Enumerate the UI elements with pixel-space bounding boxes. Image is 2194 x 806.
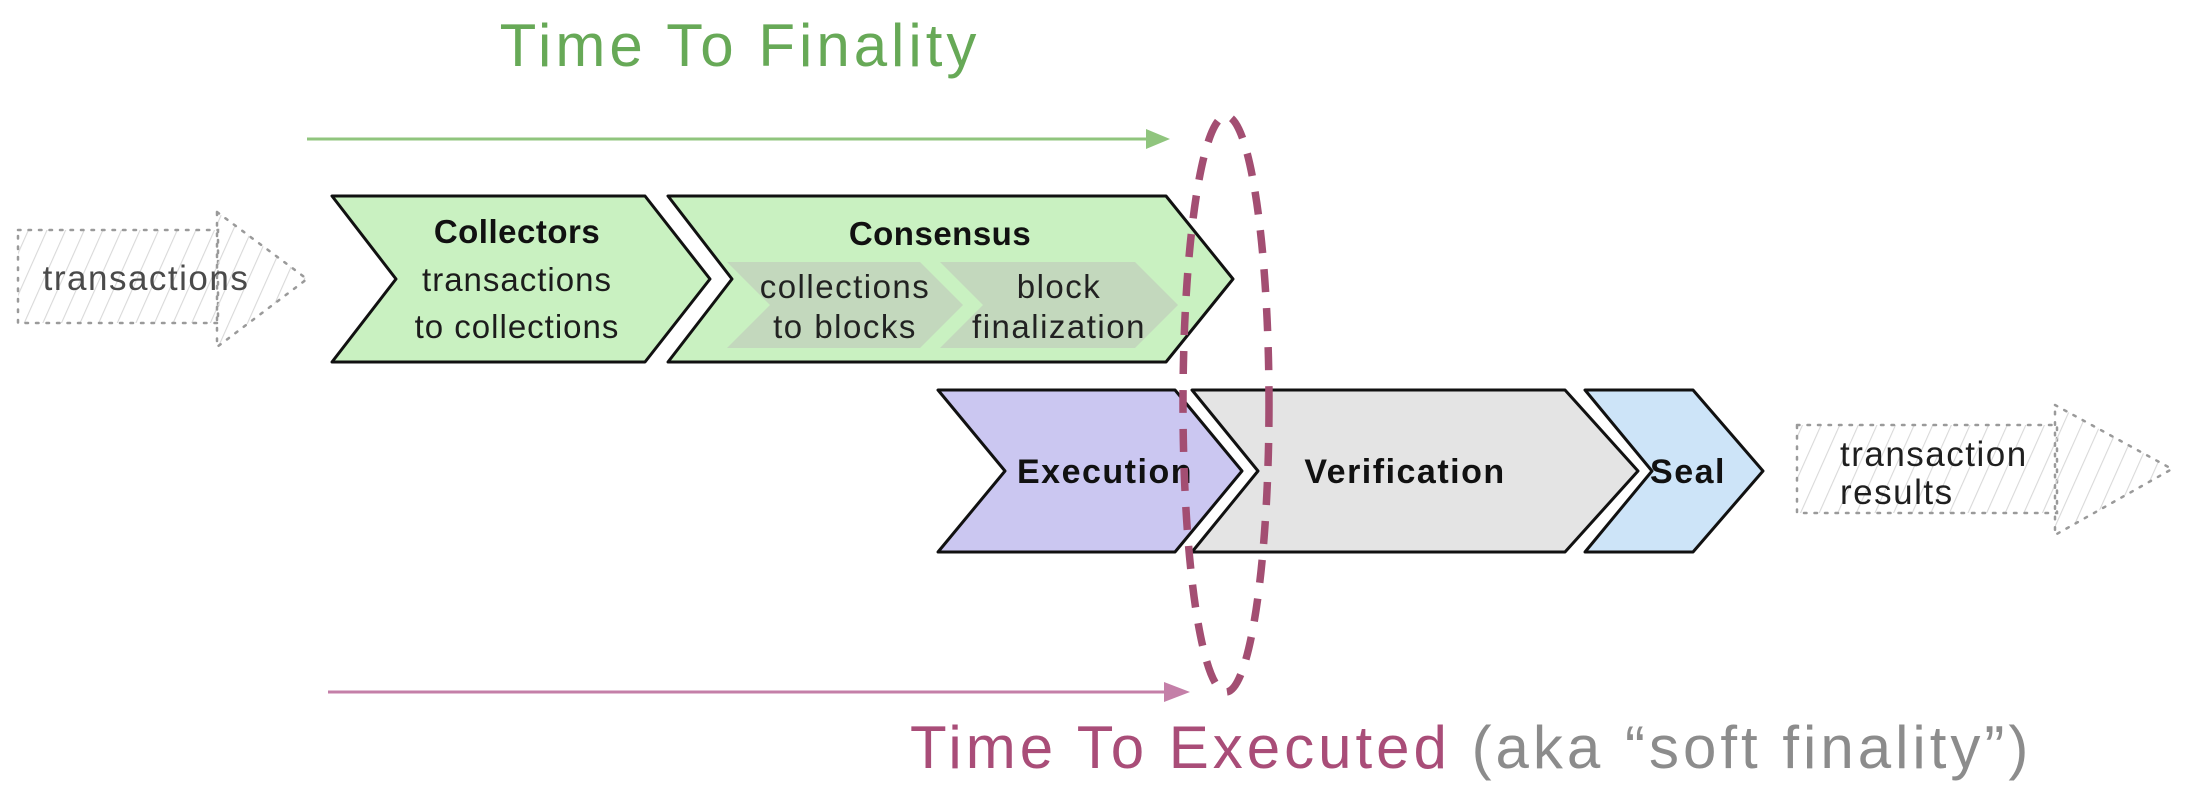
input-arrow-body [16, 228, 220, 325]
stage-execution-title: Execution [1017, 453, 1193, 491]
output-arrow-label-line2: results [1840, 473, 1954, 512]
substage-collections-to-blocks-line2: to blocks [773, 308, 917, 345]
stage-seal-shape [1583, 388, 1765, 554]
time-to-executed-arrowhead-icon [1164, 682, 1190, 702]
stage-consensus: Consensus collections to blocks block fi… [666, 194, 1235, 364]
substage-collections-to-blocks-line1: collections [760, 268, 931, 305]
substage-block-finalization-line2: finalization [972, 308, 1146, 345]
input-arrow-head [215, 209, 310, 350]
stage-verification: Verification [1190, 388, 1640, 554]
stage-collectors-shape [330, 194, 712, 364]
output-arrow-body [1795, 423, 2059, 515]
time-to-finality-arrow [307, 129, 1170, 149]
title-time-to-executed-primary: Time To Executed [910, 714, 1451, 781]
stage-seal: Seal [1583, 388, 1765, 554]
soft-finality-boundary-ellipse [1179, 112, 1273, 696]
stage-execution-shape [936, 388, 1244, 554]
stage-verification-shape [1190, 388, 1640, 554]
output-arrow: transaction results [1795, 402, 2175, 538]
substage-block-finalization-line1: block [1017, 268, 1102, 305]
output-arrow-label-line1: transaction [1840, 435, 2028, 474]
stage-execution: Execution [936, 388, 1244, 554]
input-arrow: transactions [16, 209, 310, 350]
time-to-executed-arrow [328, 682, 1190, 702]
title-time-to-finality: Time To Finality [500, 12, 981, 79]
stage-verification-title: Verification [1304, 453, 1505, 491]
substage-collections-to-blocks-shape [727, 262, 963, 348]
substage-block-finalization-shape [940, 262, 1178, 348]
input-arrow-label: transactions [43, 259, 250, 298]
stage-collectors: Collectors transactions to collections [330, 194, 712, 364]
time-to-finality-arrowhead-icon [1146, 129, 1170, 149]
stage-collectors-title: Collectors [434, 213, 600, 250]
stage-consensus-title: Consensus [849, 215, 1031, 252]
title-time-to-executed: Time To Executed (aka “soft finality”) [910, 714, 2032, 781]
title-time-to-executed-note: (aka “soft finality”) [1472, 714, 2033, 781]
stage-seal-title: Seal [1650, 453, 1726, 491]
stage-collectors-subtitle-line2: to collections [415, 308, 620, 345]
output-arrow-head [2053, 402, 2175, 538]
stage-collectors-subtitle-line1: transactions [422, 261, 612, 298]
